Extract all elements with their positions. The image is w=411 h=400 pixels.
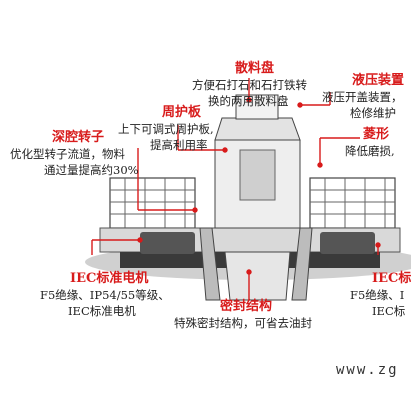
right-railing <box>309 177 396 229</box>
callout-desc: 方便石打石和石打铁转 换的两用散料盘 <box>192 77 307 109</box>
desc-line: IEC标 <box>372 304 406 319</box>
callout-sanliaopan: 散料盘 方便石打石和石打铁转 换的两用散料盘 <box>192 61 307 109</box>
motor-right <box>320 232 375 254</box>
crusher-cover <box>214 117 301 141</box>
callout-yeya: 液压装置 液压开盖装置， 检修维护 <box>322 73 405 121</box>
callout-title: 液压装置 <box>352 73 405 88</box>
callout-title: 菱形 <box>363 127 390 142</box>
desc-line: F5绝缘、I <box>350 287 405 302</box>
callout-desc: 降低磨损, <box>345 143 395 159</box>
callout-zhouhuban: 周护板 上下可调式周护板, 提高利用率 <box>118 105 214 153</box>
callout-title: IEC标 <box>372 271 411 286</box>
motor-left <box>140 232 195 254</box>
left-railing <box>109 177 196 229</box>
callout-desc: 特殊密封结构，可省去油封 <box>174 315 312 331</box>
desc-line: 上下可调式周护板, <box>118 121 214 136</box>
callout-title: 深腔转子 <box>52 130 105 145</box>
desc-line: 通过量提高约30% <box>44 163 139 178</box>
callout-desc: F5绝缘、I IEC标 <box>350 287 411 319</box>
callout-mifeng: 密封结构 特殊密封结构，可省去油封 <box>174 299 312 331</box>
callout-title: 密封结构 <box>220 299 273 314</box>
callout-title: 散料盘 <box>235 61 275 76</box>
watermark-url: www.zg <box>336 362 399 378</box>
callout-lingxing: 菱形 降低磨损, <box>345 127 395 159</box>
desc-line: 特殊密封结构，可省去油封 <box>174 315 312 330</box>
leg-right <box>291 227 313 301</box>
callout-desc: 上下可调式周护板, 提高利用率 <box>118 121 214 153</box>
leg-left <box>199 227 221 301</box>
desc-line: 降低磨损, <box>345 143 395 158</box>
center-panel <box>239 149 276 201</box>
desc-line: 液压开盖装置， <box>322 89 403 104</box>
desc-line: 提高利用率 <box>150 138 208 153</box>
callout-iec-left: IEC标准电机 F5绝缘、IP54/55等级、 IEC标准电机 <box>40 271 170 319</box>
desc-line: IEC标准电机 <box>68 304 136 319</box>
desc-line: F5绝缘、IP54/55等级、 <box>40 287 170 302</box>
diagram-stage: 散料盘 方便石打石和石打铁转 换的两用散料盘 液压装置 液压开盖装置， 检修维护… <box>10 61 411 378</box>
feed-hopper <box>235 94 279 120</box>
desc-line: 检修维护 <box>350 106 396 121</box>
desc-line: 方便石打石和石打铁转 <box>192 77 307 92</box>
desc-line: 优化型转子流道，物料 <box>10 146 125 161</box>
callout-desc: 优化型转子流道，物料 通过量提高约30% <box>10 146 139 178</box>
desc-line: 换的两用散料盘 <box>208 94 289 109</box>
callout-title: 周护板 <box>162 105 202 120</box>
callout-shenqiang: 深腔转子 优化型转子流道，物料 通过量提高约30% <box>10 130 139 178</box>
sand-maker-machine-illustration <box>85 78 411 301</box>
callout-title: IEC标准电机 <box>70 271 149 286</box>
lower-housing <box>224 251 291 301</box>
callout-desc: 液压开盖装置， 检修维护 <box>322 89 404 121</box>
callout-desc: F5绝缘、IP54/55等级、 IEC标准电机 <box>40 287 170 319</box>
callout-iec-right: IEC标 F5绝缘、I IEC标 <box>350 271 411 319</box>
leader-lines <box>91 78 381 300</box>
